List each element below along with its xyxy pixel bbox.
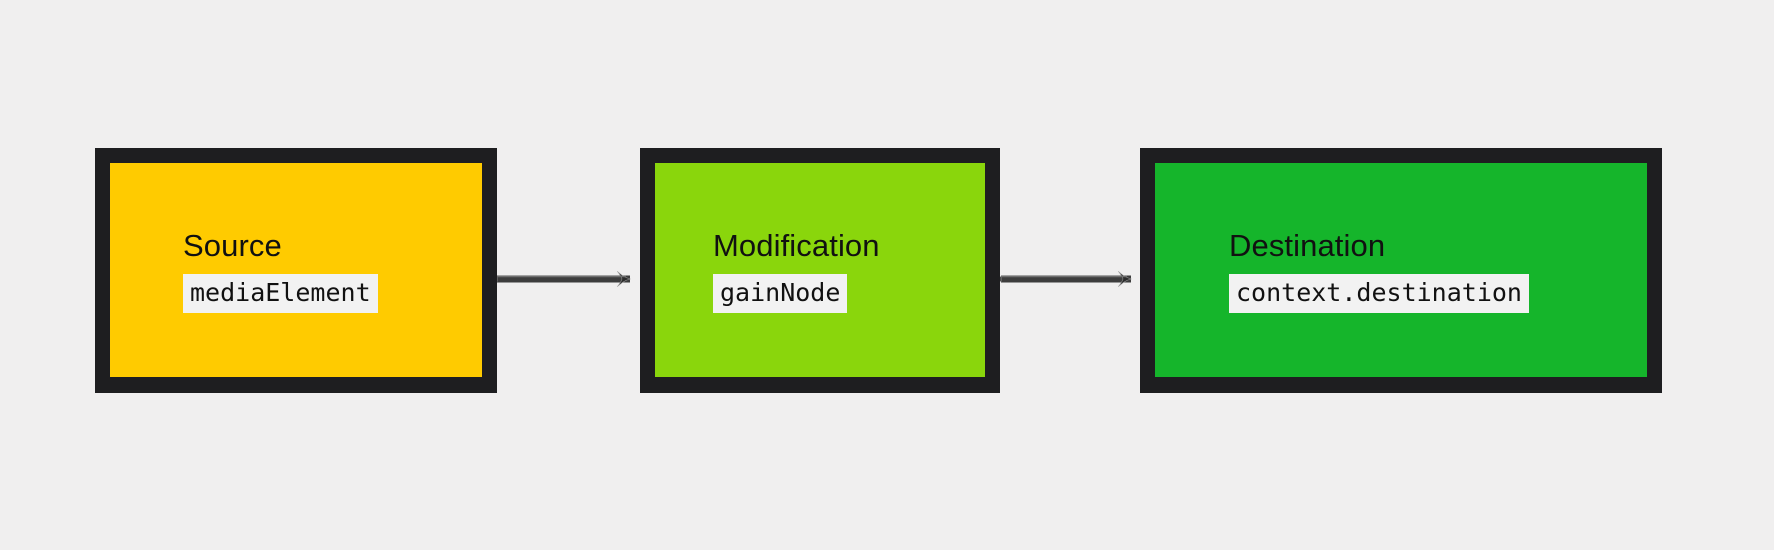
edge-source-to-modification xyxy=(492,271,631,287)
node-destination-title: Destination xyxy=(1229,227,1386,263)
node-modification[interactable]: Modification gainNode xyxy=(640,148,1000,393)
node-source[interactable]: Source mediaElement xyxy=(95,148,497,393)
node-destination-code: context.destination xyxy=(1229,273,1529,313)
node-source-title: Source xyxy=(183,227,282,263)
node-modification-code: gainNode xyxy=(713,273,848,313)
node-modification-title: Modification xyxy=(713,227,880,263)
edge-modification-to-destination xyxy=(996,271,1132,287)
node-destination[interactable]: Destination context.destination xyxy=(1140,148,1662,393)
node-source-code: mediaElement xyxy=(183,273,378,313)
